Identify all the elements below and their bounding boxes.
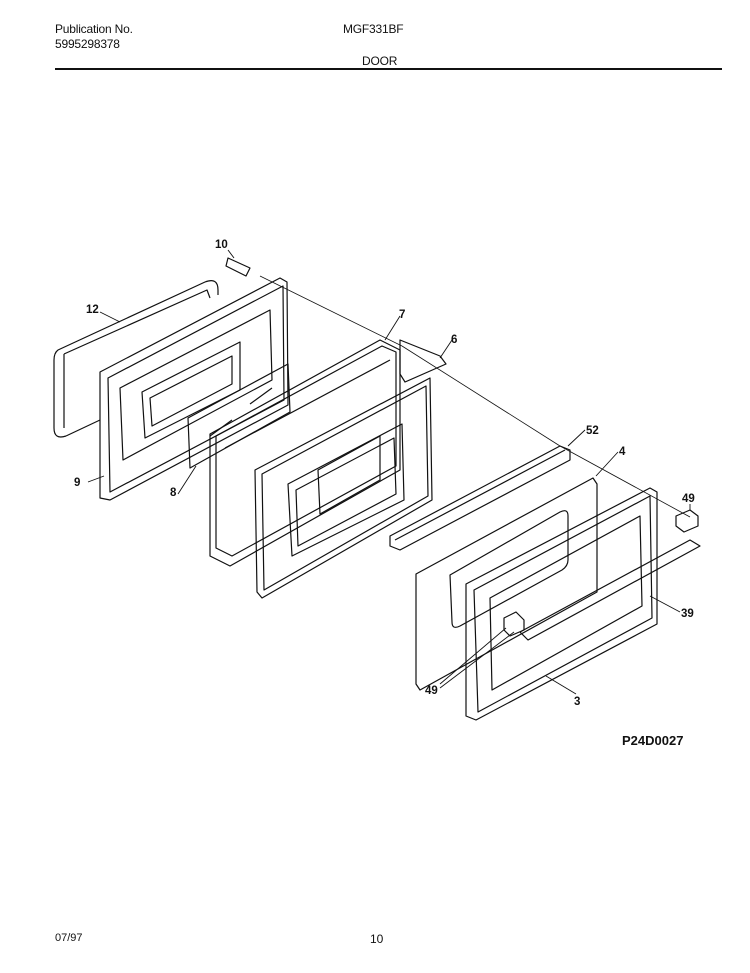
door-rod-part bbox=[519, 539, 701, 641]
model-number: MGF331BF bbox=[343, 22, 404, 36]
callout-49-bottom: 49 bbox=[425, 685, 438, 697]
section-title: DOOR bbox=[362, 54, 398, 68]
page-number: 10 bbox=[370, 932, 384, 946]
drawing-code: P24D0027 bbox=[622, 733, 684, 748]
top-trim-strip-part bbox=[399, 339, 447, 383]
callout-10: 10 bbox=[215, 239, 228, 251]
callout-39: 39 bbox=[681, 608, 694, 620]
inner-door-frame-part bbox=[254, 377, 433, 599]
inner-window-panel-part bbox=[415, 477, 598, 691]
callout-49-top: 49 bbox=[682, 493, 695, 505]
outer-door-frame-part bbox=[465, 487, 658, 721]
callout-4: 4 bbox=[619, 446, 626, 458]
publication-label: Publication No. bbox=[55, 22, 133, 36]
callout-9: 9 bbox=[74, 477, 80, 489]
footer-date: 07/97 bbox=[55, 932, 83, 944]
door-gasket-part bbox=[53, 280, 219, 438]
door-glass-part bbox=[187, 363, 291, 469]
leader-lines bbox=[87, 249, 691, 695]
outer-door-panel-part bbox=[99, 277, 289, 501]
callout-numbers: 10 12 7 6 9 8 52 4 49 39 49 3 bbox=[74, 239, 695, 708]
handle-bar-part bbox=[389, 445, 571, 551]
door-stop-part bbox=[675, 509, 699, 533]
callout-3: 3 bbox=[574, 696, 580, 708]
callout-52: 52 bbox=[586, 425, 599, 437]
callout-8: 8 bbox=[170, 487, 177, 499]
screw-part bbox=[225, 257, 251, 277]
alignment-lines bbox=[259, 275, 691, 518]
callout-6: 6 bbox=[451, 334, 457, 346]
door-liner-part bbox=[209, 339, 401, 567]
publication-number: 5995298378 bbox=[55, 37, 120, 51]
callout-12: 12 bbox=[86, 304, 99, 316]
callout-7: 7 bbox=[399, 309, 405, 321]
header-rule bbox=[55, 68, 722, 70]
